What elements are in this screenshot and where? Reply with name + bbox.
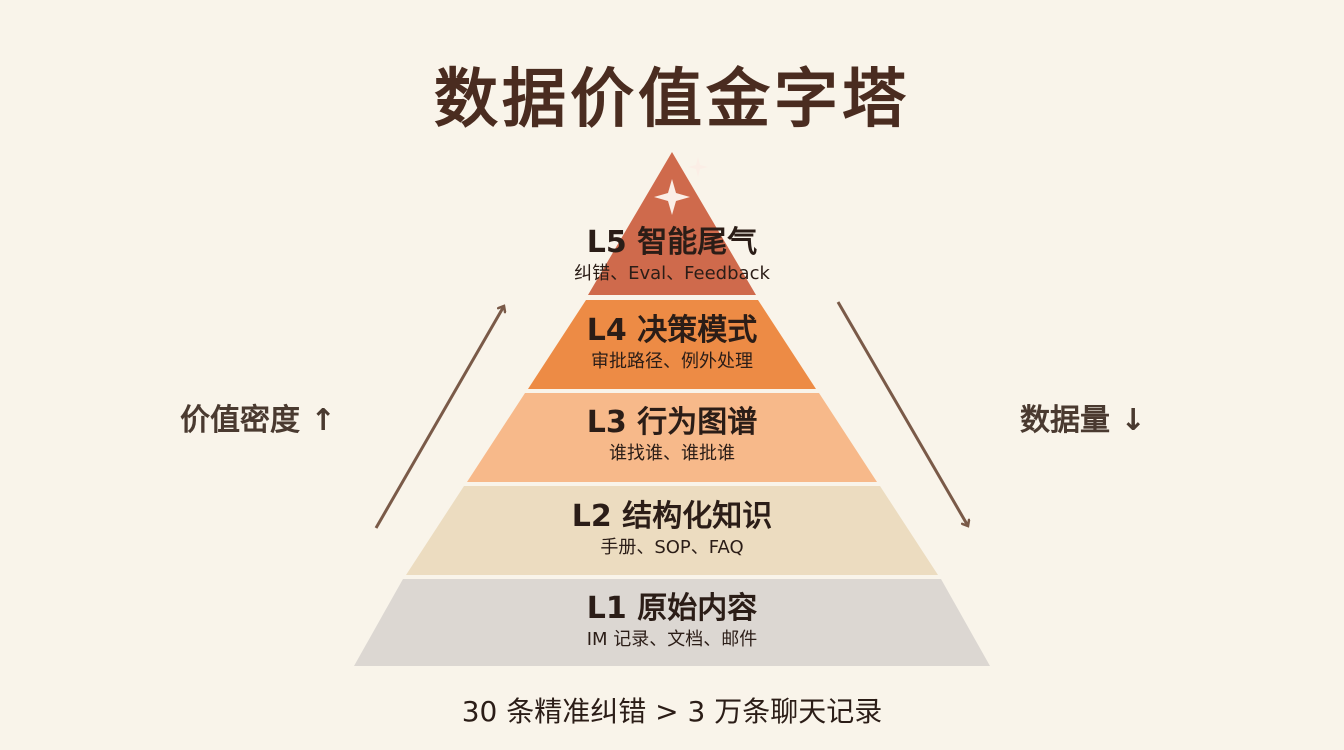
- pyramid-layer-l2: [406, 486, 938, 575]
- data-volume-label: 数据量 ↓: [1020, 403, 1146, 438]
- pyramid-layer-l4: [528, 300, 816, 389]
- level-l4-label: L4 决策模式 审批路径、例外处理: [522, 314, 822, 374]
- level-l4-title: L4 决策模式: [586, 313, 758, 348]
- level-l5-label: L5 智能尾气 纠错、Eval、Feedback: [572, 226, 772, 286]
- pyramid-layer-l3: [467, 393, 877, 482]
- sparkle-icon: [654, 157, 708, 215]
- page-title: 数据价值金字塔: [434, 63, 910, 137]
- value-density-arrow: [374, 306, 504, 529]
- level-l5-title: L5 智能尾气: [586, 225, 758, 260]
- footer-note: 30 条精准纠错 > 3 万条聊天记录: [461, 695, 883, 728]
- data-volume-arrow: [836, 301, 968, 526]
- level-l3-label: L3 行为图谱 谁找谁、谁批谁: [522, 406, 822, 466]
- level-l2-title: L2 结构化知识: [571, 499, 773, 534]
- level-l4-subtitle: 审批路径、例外处理: [591, 351, 753, 372]
- level-l2-label: L2 结构化知识 手册、SOP、FAQ: [502, 500, 842, 560]
- level-l5-subtitle: 纠错、Eval、Feedback: [574, 263, 770, 284]
- level-l2-subtitle: 手册、SOP、FAQ: [600, 537, 744, 558]
- pyramid-layer-l1: [354, 579, 990, 666]
- pyramid-layer-l5: [588, 152, 756, 295]
- level-l1-subtitle: IM 记录、文档、邮件: [586, 629, 758, 650]
- level-l3-subtitle: 谁找谁、谁批谁: [609, 443, 735, 464]
- level-l1-label: L1 原始内容 IM 记录、文档、邮件: [502, 592, 842, 652]
- value-density-label: 价值密度 ↑: [180, 403, 336, 438]
- level-l1-title: L1 原始内容: [586, 591, 758, 626]
- level-l3-title: L3 行为图谱: [586, 405, 758, 440]
